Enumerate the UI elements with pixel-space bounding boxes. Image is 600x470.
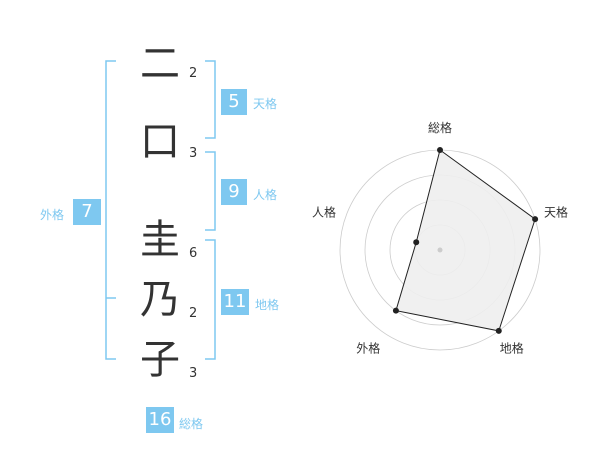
jinkaku-label: 人格 xyxy=(253,188,278,202)
stroke-count-3: 6 xyxy=(189,246,198,261)
stroke-count-2: 3 xyxy=(189,146,198,161)
chikaku-label: 地格 xyxy=(255,298,280,312)
name-char-1: 二 xyxy=(140,41,180,87)
tenkaku-badge: 5 xyxy=(221,89,247,115)
radar-axis-label-4: 外格 xyxy=(356,341,380,356)
name-char-3: 圭 xyxy=(140,217,180,263)
stroke-count-5: 3 xyxy=(189,366,198,381)
radar-axis-label-3: 地格 xyxy=(500,341,524,356)
radar-point-2 xyxy=(532,216,539,223)
radar-center-dot xyxy=(437,247,443,253)
radar-axis-label-5: 人格 xyxy=(312,204,336,219)
radar-point-5 xyxy=(413,239,420,246)
radar-point-3 xyxy=(495,327,502,334)
stroke-count-4: 2 xyxy=(189,306,198,321)
name-char-2: 口 xyxy=(140,119,180,165)
jinkaku-badge: 9 xyxy=(221,179,247,205)
gaikaku-badge: 7 xyxy=(73,199,101,225)
name-char-5: 子 xyxy=(140,337,180,383)
soukaku-badge: 16 xyxy=(146,407,174,433)
stroke-count-1: 2 xyxy=(189,66,198,81)
tenkaku-label: 天格 xyxy=(253,97,278,111)
radar-series-polygon xyxy=(395,149,536,332)
chikaku-badge: 11 xyxy=(221,289,249,315)
soukaku-label: 総格 xyxy=(179,417,204,431)
radar-point-1 xyxy=(437,147,443,153)
radar-axis-label-2: 天格 xyxy=(544,204,568,219)
radar-point-4 xyxy=(392,307,399,314)
radar-axis-label-1: 総格 xyxy=(428,120,452,135)
name-char-4: 乃 xyxy=(140,277,180,323)
gaikaku-label: 外格 xyxy=(40,208,65,222)
